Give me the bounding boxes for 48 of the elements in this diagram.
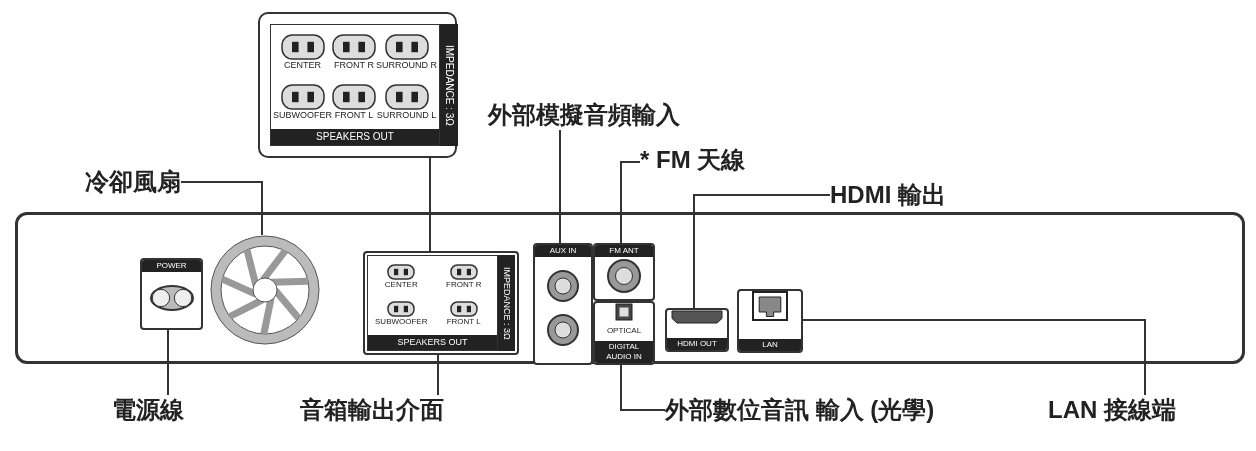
terminal-label: CENTER (384, 279, 418, 290)
cooling-fan-drawing (210, 235, 320, 345)
terminal-label: FRONT R (446, 279, 482, 290)
terminal-label: SUBWOOFER (375, 317, 428, 328)
aux-in-jacks (533, 243, 593, 365)
side-label: IMPEDANCE : 3Ω (440, 24, 459, 146)
optical-input-port (593, 301, 655, 365)
speaker-terminal-inset (258, 12, 457, 158)
port-label: DIGITAL AUDIO IN (595, 341, 653, 363)
terminal-label: SURROUND L (376, 109, 437, 121)
leader-line (437, 354, 439, 396)
lan-port (737, 289, 803, 353)
terminal-label: SUBWOOFER (273, 109, 332, 121)
hdmi-output-port (665, 308, 729, 352)
terminal-label: CENTER (284, 59, 321, 71)
leader-line (802, 319, 1146, 396)
terminal-label: SURROUND R (376, 59, 438, 71)
port-caption: OPTICAL (606, 326, 642, 336)
terminal-label: FRONT R (334, 59, 374, 71)
power-socket (140, 258, 203, 330)
leader-line (167, 329, 169, 396)
leader-line (693, 194, 831, 309)
rear-panel (15, 212, 1245, 364)
port-label: POWER (142, 260, 201, 272)
leader-line (620, 161, 641, 244)
port-label: LAN (739, 339, 801, 351)
leader-line (180, 181, 263, 236)
port-label: AUX IN (535, 245, 591, 257)
port-label: HDMI OUT (667, 338, 727, 350)
side-label: IMPEDANCE : 3Ω (498, 255, 515, 351)
port-label: FM ANT (595, 245, 653, 257)
terminal-label: FRONT L (334, 109, 374, 121)
callout-label: 外部數位音訊 輸入 (光學) (665, 395, 935, 425)
callout-label: HDMI 輸出 (830, 180, 946, 210)
callout-label: 音箱輸出介面 (300, 395, 444, 425)
callout-label: 電源線 (112, 395, 184, 425)
leader-line (620, 364, 666, 411)
callout-label: 外部模擬音頻輸入 (488, 100, 680, 130)
port-label: SPEAKERS OUT (368, 335, 497, 350)
callout-label: 冷卻風扇 (85, 167, 181, 197)
leader-line (429, 157, 431, 252)
callout-label: * FM 天線 (640, 145, 746, 175)
terminal-label: FRONT L (446, 317, 481, 328)
port-label: SPEAKERS OUT (271, 129, 440, 145)
fm-antenna-jack (593, 243, 655, 301)
leader-line (559, 129, 561, 244)
callout-label: LAN 接線端 (1048, 395, 1176, 425)
speaker-terminal-block (363, 251, 519, 355)
